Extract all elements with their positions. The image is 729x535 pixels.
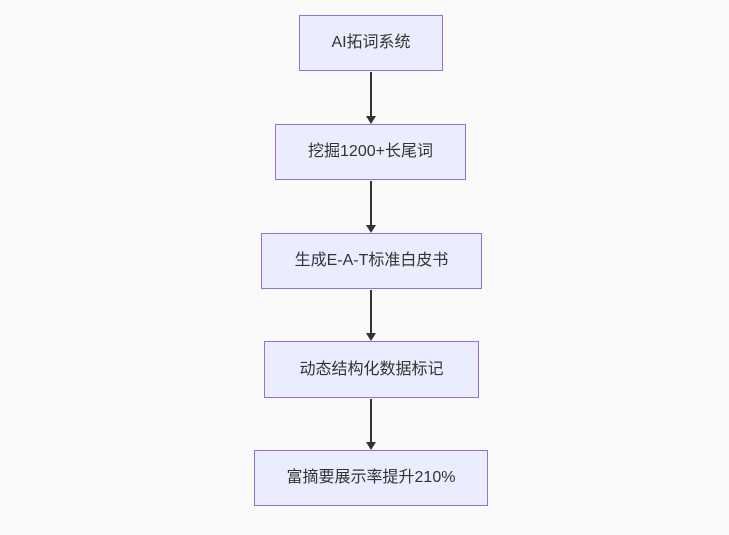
flow-node-eat-whitepaper: 生成E-A-T标准白皮书	[261, 233, 482, 289]
flow-arrow-4-icon	[370, 399, 372, 442]
flow-node-label: 动态结构化数据标记	[299, 360, 444, 378]
flow-arrow-1-icon	[370, 72, 372, 116]
flow-node-label: 挖掘1200+长尾词	[308, 143, 433, 161]
flow-node-rich-snippet-result: 富摘要展示率提升210%	[254, 450, 488, 506]
flow-arrow-2-icon	[370, 181, 372, 225]
flow-node-label: 生成E-A-T标准白皮书	[294, 252, 449, 270]
flow-node-ai-expansion-system: AI拓词系统	[299, 15, 443, 71]
flow-node-label: AI拓词系统	[331, 34, 411, 52]
flow-node-structured-data-markup: 动态结构化数据标记	[264, 341, 479, 398]
flow-node-longtail-mining: 挖掘1200+长尾词	[275, 124, 466, 180]
flow-node-label: 富摘要展示率提升210%	[286, 469, 456, 487]
flow-arrow-3-icon	[370, 290, 372, 333]
